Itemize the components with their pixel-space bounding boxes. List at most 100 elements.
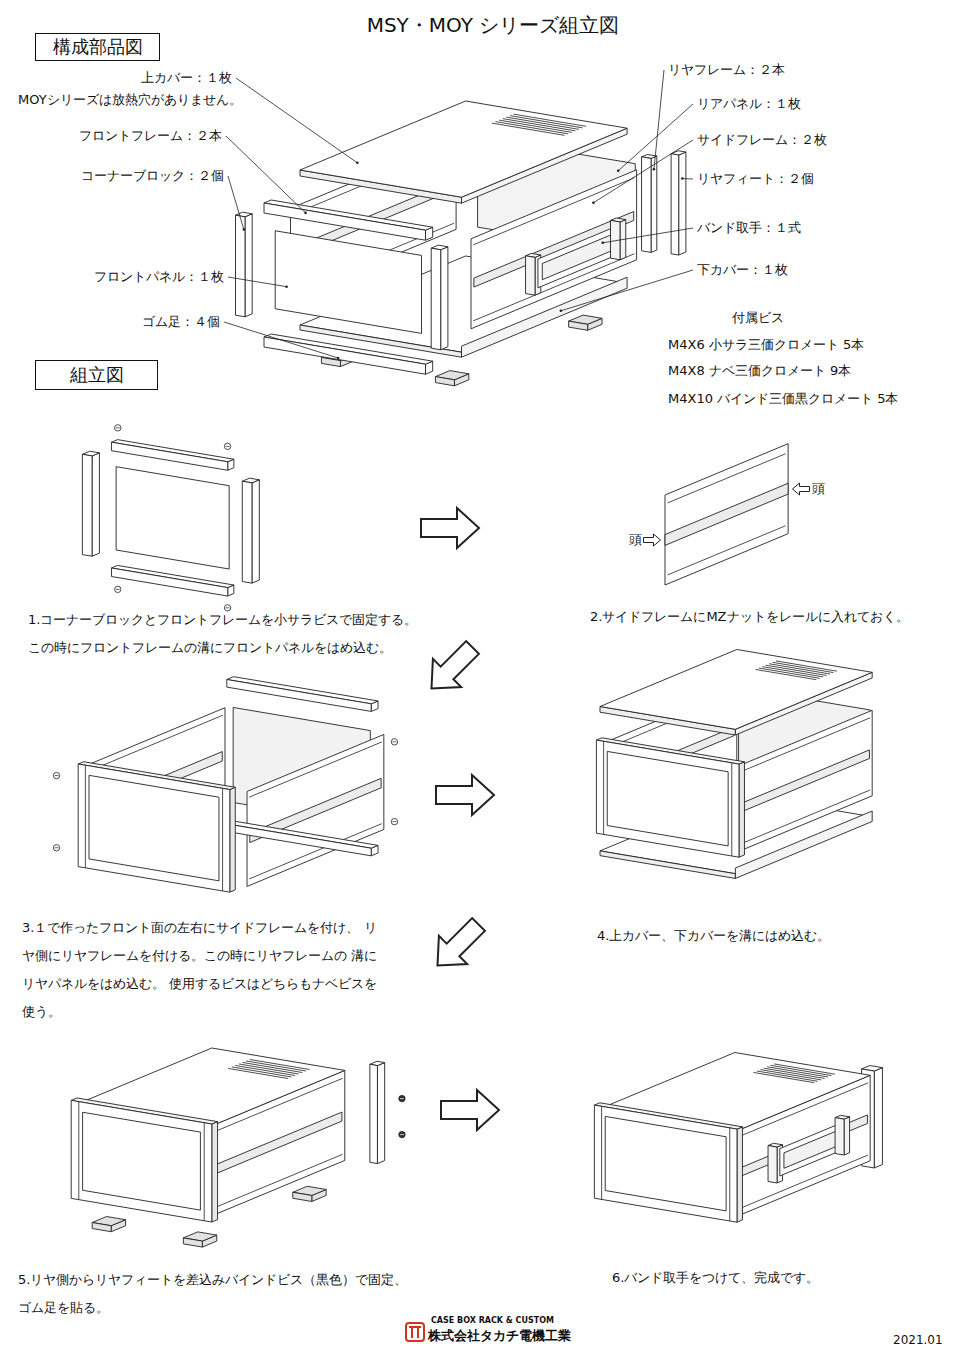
corner-block [731,763,732,856]
leader-lines [224,70,693,359]
step-caption: 5.リヤ側からリヤフィートを差込みバインドビス（黒色）で固定、 ゴム足を貼る。 [18,1266,423,1322]
screw [400,1134,404,1135]
rear-foot [679,152,686,255]
corner-block [242,481,252,583]
front-panel [89,775,219,880]
screw [53,772,59,778]
step-caption-slot: 2.サイドフレームにMZナットをレールに入れておく。 [590,608,909,626]
date-slot: 2021.01 [893,1332,943,1348]
leader-dot [337,357,340,360]
front-frame [78,764,230,892]
leader-dot [356,162,359,165]
part-label: 下カバー：１枚 [697,261,788,279]
corner-block [252,480,259,583]
heading-text: 組立図 [70,364,124,386]
screw [400,1098,404,1099]
rear-frame [227,824,371,856]
corner-block [92,453,99,556]
leader-line [226,136,306,213]
part-label-slot: サイドフレーム：２枚 [697,131,827,149]
side-rail [90,715,223,770]
part-label-slot: ゴム足：４個 [142,313,220,331]
part-label: リアパネル：１枚 [697,95,801,113]
step-caption-slot: 6.バンド取手をつけて、完成です。 [612,1269,819,1287]
screw [116,589,120,590]
leader-line [593,140,693,203]
leader-line [654,70,664,169]
vent-slot [228,1068,288,1078]
side-rail [668,526,786,575]
screw [392,741,396,742]
vent-slot [771,1065,832,1075]
corner-block [739,762,744,857]
company-tagline-slot: CASE BOX RACK & CUSTOM [431,1316,554,1326]
screw [399,1131,405,1137]
part-label-slot: 下カバー：１枚 [697,261,788,279]
screw [53,845,59,851]
rubber-foot [435,377,454,386]
vent-slot [753,1072,814,1082]
leader-dot [592,202,595,205]
front-panel [116,467,229,569]
part-label-slot: リアパネル：１枚 [697,95,801,113]
rear-frame [651,156,657,252]
company-name-slot: 株式会社タカチ電機工業 [428,1328,571,1344]
screw [391,739,397,745]
leader-dot [285,285,288,288]
company-logo [406,1323,424,1341]
screw [392,821,396,822]
rear-frame [227,680,371,712]
part-label: 上カバー：１枚 [141,69,232,87]
vent-slot [773,662,834,672]
vent-slot [776,661,837,671]
leader-dot [560,310,563,313]
screw [226,446,230,447]
screw [391,818,397,824]
leader-line [603,228,693,243]
part-label-slot: フロントパネル：１枚 [94,268,224,286]
side-frame [247,734,384,886]
corner-block [78,1102,79,1200]
top-cover [300,101,627,197]
direction-mark-slot: 頭 [629,531,642,549]
part-label: サイドフレーム：２枚 [697,131,827,149]
side-frame [471,170,637,329]
vent-slot [243,1062,303,1072]
corner-block [204,1123,205,1221]
corner-block [230,787,235,892]
logo-mark [409,1327,421,1338]
side-rail [737,790,870,845]
step2-illustration [644,444,810,585]
corner-block [222,788,223,891]
leader-dot [681,177,684,180]
leader-line [228,277,287,287]
front-panel [607,751,728,845]
screw-spec: M4X6 小サラ三価クロメート 5本 [668,336,864,354]
step4-illustration [596,650,872,879]
screw [115,586,121,592]
note: MOYシリーズは放熱穴がありません。 [18,91,242,109]
band-handle [526,256,536,295]
step3-illustration [53,677,397,892]
side-rail [738,750,869,813]
step-arrow [441,1090,499,1130]
vent-slot [232,1067,292,1077]
vent-slot [495,122,568,134]
part-label: リヤフレーム：２本 [668,61,785,79]
direction-mark: 頭 [629,531,642,549]
leader-line [228,176,244,230]
front-frame [71,1100,212,1222]
title: MSY・MOY シリーズ組立図 [367,12,620,38]
screw [55,847,59,848]
front-panel [83,1112,201,1210]
rubber-foot [92,1223,111,1232]
side-rail [474,212,634,288]
corner-block [212,1122,218,1222]
exploded-view [236,101,686,386]
leader-dot [617,170,620,173]
step-arrow [421,508,479,548]
corner-block [601,1106,602,1199]
step-arrow [436,775,494,815]
screw [55,775,59,776]
screw-spec: M4X10 バインド三価黒クロメート 5本 [668,390,898,408]
